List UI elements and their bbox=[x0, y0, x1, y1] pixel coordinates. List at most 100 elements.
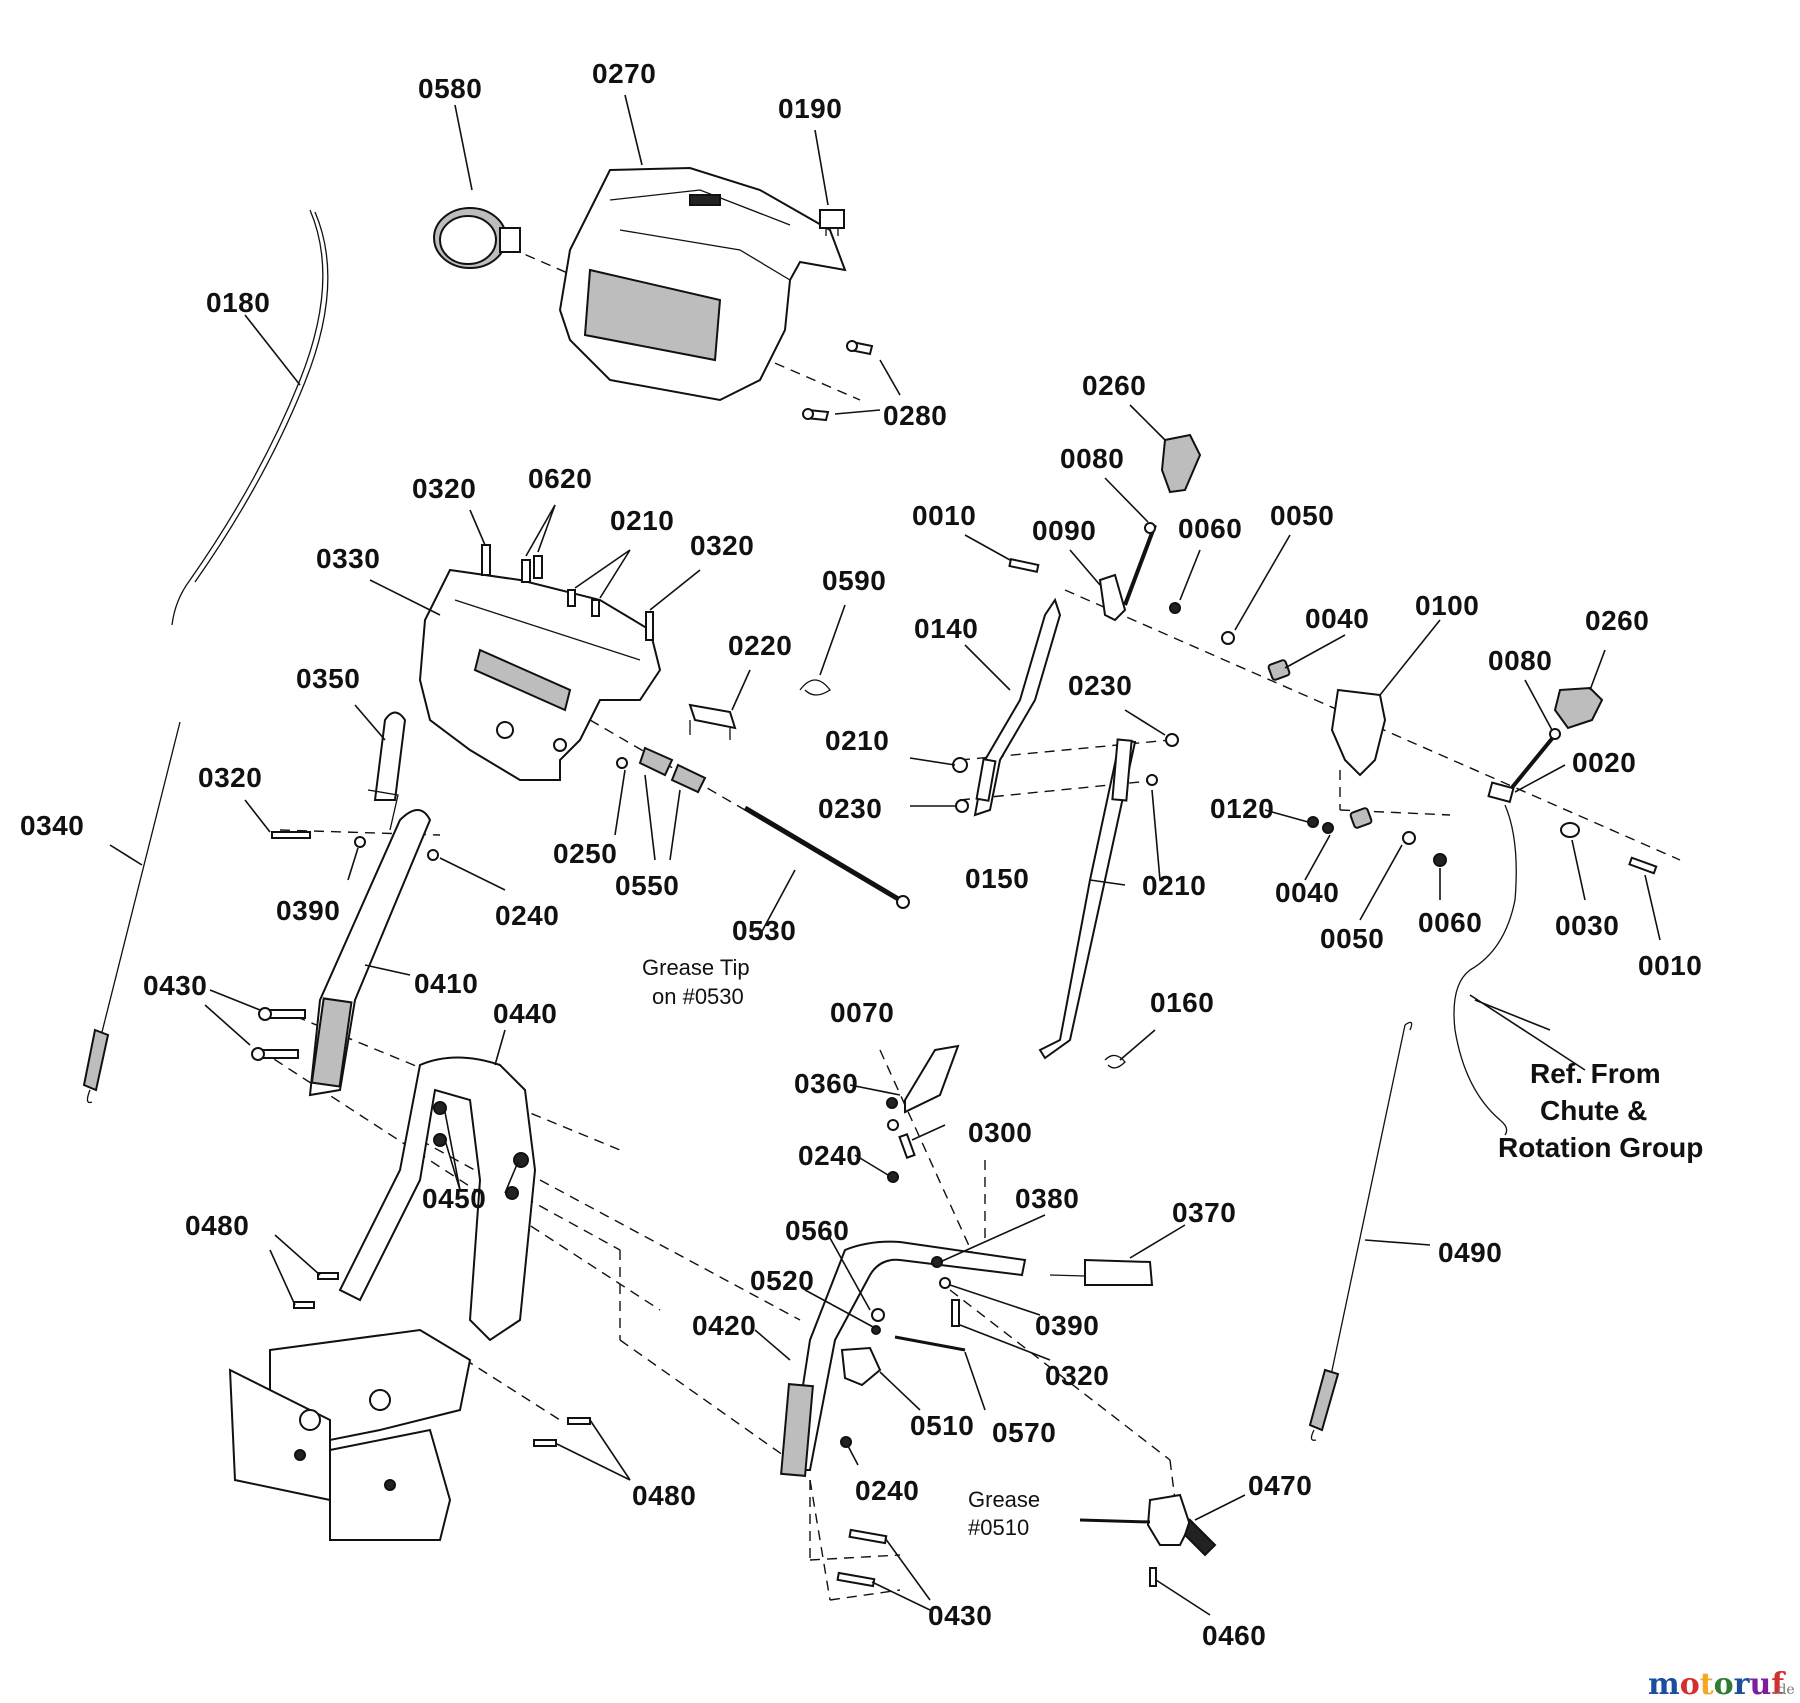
grease-tip-note-line2: on #0530 bbox=[652, 984, 744, 1009]
part-chute-cable bbox=[1453, 804, 1517, 1136]
part-0160-clip bbox=[1104, 1054, 1126, 1069]
label-0510: 0510 bbox=[910, 1410, 974, 1441]
label-0320-upper-right: 0320 bbox=[690, 530, 754, 561]
label-0340: 0340 bbox=[20, 810, 84, 841]
leader-lines bbox=[109, 94, 1661, 1616]
label-0190: 0190 bbox=[778, 93, 842, 124]
part-0460-screw bbox=[1149, 1567, 1157, 1587]
part-0060-nut-lower bbox=[1433, 853, 1447, 867]
part-0150-rod bbox=[1038, 738, 1137, 1060]
label-0080-right: 0080 bbox=[1488, 645, 1552, 676]
part-0410-handle-left bbox=[308, 809, 432, 1097]
watermark-letter: o bbox=[1680, 1667, 1700, 1702]
label-0230-lower: 0230 bbox=[818, 793, 882, 824]
svg-text:motoruf: motoruf bbox=[1648, 1667, 1786, 1702]
part-0590-clip bbox=[799, 679, 831, 696]
part-0100-bracket bbox=[1330, 688, 1387, 777]
label-0410: 0410 bbox=[414, 968, 478, 999]
part-0010-bolt-right bbox=[1628, 856, 1658, 875]
part-0030-washer bbox=[1560, 822, 1580, 838]
watermark-letter: r bbox=[1734, 1667, 1751, 1702]
label-0260-right: 0260 bbox=[1585, 605, 1649, 636]
label-0010-right: 0010 bbox=[1638, 950, 1702, 981]
watermark-letter: m bbox=[1648, 1667, 1680, 1702]
part-0090-lever-bracket bbox=[1098, 573, 1127, 622]
notes: Grease Tip on #0530 Grease #0510 Ref. Fr… bbox=[642, 955, 1703, 1540]
label-0300: 0300 bbox=[968, 1117, 1032, 1148]
label-0590: 0590 bbox=[822, 565, 886, 596]
part-0080-shaft-right bbox=[1508, 728, 1561, 792]
part-0570-rod bbox=[894, 1335, 966, 1352]
label-0020: 0020 bbox=[1572, 747, 1636, 778]
part-0550-springs bbox=[616, 746, 707, 794]
label-0220: 0220 bbox=[728, 630, 792, 661]
part-small-screws-left bbox=[271, 831, 439, 861]
label-0420: 0420 bbox=[692, 1310, 756, 1341]
label-0360: 0360 bbox=[794, 1068, 858, 1099]
part-labels: 0580 0270 0190 0180 0280 0260 0080 0010 … bbox=[20, 58, 1702, 1651]
label-0090: 0090 bbox=[1032, 515, 1096, 546]
label-0560: 0560 bbox=[785, 1215, 849, 1246]
label-0570: 0570 bbox=[992, 1417, 1056, 1448]
ref-note-line1: Ref. From bbox=[1530, 1058, 1661, 1089]
part-0330-control-panel bbox=[418, 568, 662, 781]
part-chassis-frame bbox=[228, 1328, 472, 1541]
label-0210-upper: 0210 bbox=[610, 505, 674, 536]
label-0250: 0250 bbox=[553, 838, 617, 869]
part-0490-cable bbox=[1308, 1021, 1413, 1441]
label-0040-upper: 0040 bbox=[1305, 603, 1369, 634]
part-0260-knob-right bbox=[1553, 686, 1604, 730]
part-0190-switch bbox=[819, 209, 845, 236]
label-0550: 0550 bbox=[615, 870, 679, 901]
label-0430-right: 0430 bbox=[928, 1600, 992, 1631]
part-panel-screws bbox=[481, 544, 654, 641]
label-0460: 0460 bbox=[1202, 1620, 1266, 1651]
grease-note-line1: Grease bbox=[968, 1487, 1040, 1512]
part-0430-bolts-left bbox=[251, 1007, 306, 1061]
ref-note-line2: Chute & bbox=[1540, 1095, 1647, 1126]
part-0070-grip bbox=[904, 1044, 960, 1114]
part-0260-knob-upper bbox=[1160, 433, 1202, 494]
label-0330: 0330 bbox=[316, 543, 380, 574]
label-0470: 0470 bbox=[1248, 1470, 1312, 1501]
part-0140-rod bbox=[973, 597, 1062, 817]
part-0280-screws bbox=[802, 340, 874, 422]
part-0270-console-cover bbox=[558, 166, 847, 402]
label-0520: 0520 bbox=[750, 1265, 814, 1296]
label-0240-lower: 0240 bbox=[855, 1475, 919, 1506]
part-0370-grip bbox=[1049, 1258, 1154, 1286]
part-0240-washer-lower bbox=[840, 1436, 852, 1448]
label-0210-mid: 0210 bbox=[825, 725, 889, 756]
label-0060-lower: 0060 bbox=[1418, 907, 1482, 938]
label-0140: 0140 bbox=[914, 613, 978, 644]
label-0120: 0120 bbox=[1210, 793, 1274, 824]
watermark-logo: motoruf .de bbox=[1648, 1667, 1795, 1702]
part-right-handle-hardware bbox=[871, 1256, 960, 1335]
part-0510-bracket bbox=[840, 1346, 882, 1387]
watermark-letter: o bbox=[1714, 1667, 1734, 1702]
part-0050-washer-lower bbox=[1402, 831, 1416, 845]
part-0420-handle-right bbox=[780, 1240, 1027, 1477]
label-0280: 0280 bbox=[883, 400, 947, 431]
part-center-hardware bbox=[952, 602, 1235, 813]
ref-note-line3: Rotation Group bbox=[1498, 1132, 1703, 1163]
label-0240-left: 0240 bbox=[495, 900, 559, 931]
label-0620: 0620 bbox=[528, 463, 592, 494]
label-0390-left: 0390 bbox=[276, 895, 340, 926]
grease-tip-note-line1: Grease Tip bbox=[642, 955, 750, 980]
part-0040-bushing-upper bbox=[1267, 659, 1291, 681]
label-0150: 0150 bbox=[965, 863, 1029, 894]
label-0350: 0350 bbox=[296, 663, 360, 694]
label-0260-upper: 0260 bbox=[1082, 370, 1146, 401]
label-0030: 0030 bbox=[1555, 910, 1619, 941]
label-0380: 0380 bbox=[1015, 1183, 1079, 1214]
label-0050-lower: 0050 bbox=[1320, 923, 1384, 954]
watermark-letter: u bbox=[1749, 1667, 1771, 1702]
part-0010-bolt-upper bbox=[1008, 557, 1040, 574]
label-0050-upper: 0050 bbox=[1270, 500, 1334, 531]
label-0270: 0270 bbox=[592, 58, 656, 89]
label-0580: 0580 bbox=[418, 73, 482, 104]
part-0470-lever bbox=[1079, 1493, 1217, 1557]
part-0440-lower-handle bbox=[338, 1056, 537, 1342]
label-0240-mid: 0240 bbox=[798, 1140, 862, 1171]
